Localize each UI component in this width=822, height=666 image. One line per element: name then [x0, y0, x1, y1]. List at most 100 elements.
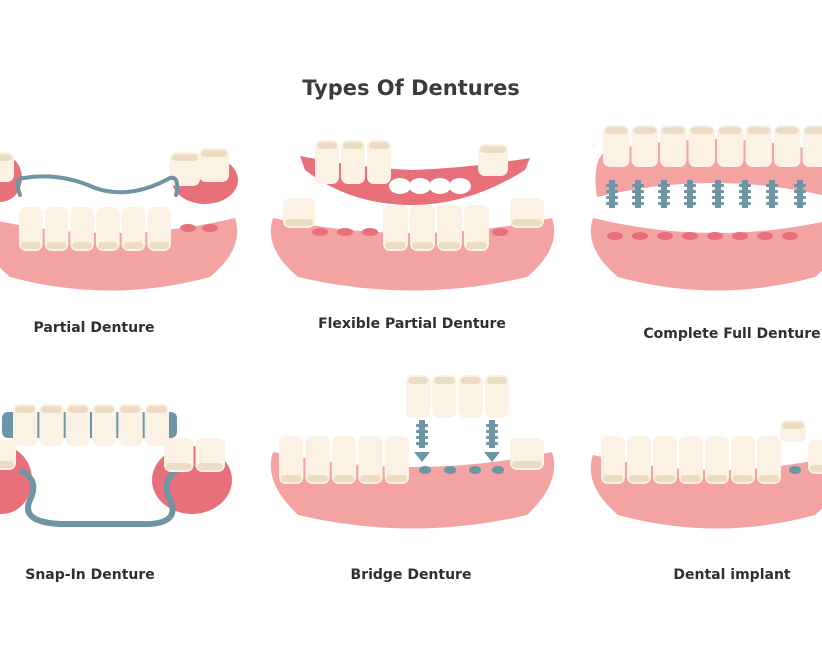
lower-tooth-shade [681, 475, 701, 482]
upper-tooth-shade [633, 127, 656, 134]
gum-socket [202, 224, 218, 232]
gum-socket [757, 232, 773, 240]
lower-front-tooth-shade [21, 242, 41, 249]
lower-tooth [601, 436, 625, 484]
lower-front-tooth [19, 207, 43, 251]
implant-screw [797, 180, 803, 208]
lower-front-tooth [410, 205, 435, 251]
upper-tooth [39, 404, 64, 446]
implant-screw-thread [684, 202, 696, 205]
upper-tooth [367, 140, 391, 184]
implant-screw-thread [632, 202, 644, 205]
tooth-shade [172, 154, 198, 161]
lower-front-tooth [121, 207, 146, 251]
gum-socket [362, 228, 378, 236]
lower-front-tooth [464, 205, 489, 251]
bridge-screw-thread [416, 430, 428, 433]
implant-screw-thread [739, 184, 751, 187]
label-complete-full-denture: Complete Full Denture [643, 326, 821, 342]
implant-screw [687, 180, 693, 208]
upper-tooth [65, 404, 90, 446]
upper-tooth-shade [776, 127, 799, 134]
implant-screw-thread [658, 202, 670, 205]
lower-front-tooth-shade [439, 242, 460, 249]
implant-screw-thread [766, 202, 778, 205]
upper-tooth [660, 125, 687, 167]
abutment [444, 466, 456, 474]
bridge-screw-thread [486, 430, 498, 433]
label-dental-implant: Dental implant [673, 567, 791, 583]
upper-tooth-shade [804, 127, 822, 134]
bridge-tooth [406, 375, 431, 418]
upper-tooth [341, 140, 365, 184]
lower-tooth [757, 436, 781, 484]
upper-tooth-shade [662, 127, 685, 134]
tooth-shade [0, 461, 14, 468]
lower-front-tooth [96, 207, 120, 251]
tooth-shade [201, 150, 227, 157]
gum-socket [657, 232, 673, 240]
implant-screw-thread [658, 190, 670, 193]
lower-front-tooth [147, 207, 171, 251]
implant-screw-thread [739, 196, 751, 199]
implant-screw-thread [658, 196, 670, 199]
tooth-shade [166, 463, 192, 470]
implant-screw-thread [606, 196, 618, 199]
upper-tooth [118, 404, 143, 446]
implant-screw [635, 180, 641, 208]
gum-socket [337, 228, 353, 236]
label-snap-in-denture: Snap-In Denture [25, 567, 155, 583]
upper-tooth-shade [690, 127, 713, 134]
bridge-tooth [458, 375, 483, 418]
bridge-tooth [484, 375, 509, 418]
upper-tooth-shade [605, 127, 628, 134]
lower-tooth [384, 436, 409, 484]
lower-tooth-shade [759, 475, 779, 482]
lower-front-tooth [44, 207, 69, 251]
gum-socket [607, 232, 623, 240]
bridge-tooth-shade [434, 377, 455, 384]
upper-tooth [717, 125, 744, 167]
implant-screw [742, 180, 748, 208]
bridge-screw [489, 420, 495, 448]
bridge-tooth-shade [408, 377, 429, 384]
lower-tooth [731, 436, 755, 484]
implant-screw [715, 180, 721, 208]
lower-tooth [279, 436, 304, 484]
implant-screw-thread [794, 196, 806, 199]
gum-socket [180, 224, 196, 232]
upper-tooth-shade [67, 406, 88, 413]
upper-tooth [802, 125, 822, 167]
bridge-screw-thread [486, 442, 498, 445]
upper-tooth-shade [747, 127, 770, 134]
flexible-clasp-bump [409, 178, 431, 194]
bridge-tooth-shade [460, 377, 481, 384]
abutment [469, 466, 481, 474]
implant-screw [769, 180, 775, 208]
implant-screw-thread [712, 190, 724, 193]
implant-screw-thread [684, 196, 696, 199]
bridge-screw [419, 420, 425, 448]
implant-screw [609, 180, 615, 208]
lower-tooth-shade [629, 475, 649, 482]
lower-front-tooth [437, 205, 462, 251]
implant-screw-thread [712, 202, 724, 205]
lower-tooth-shade [810, 465, 822, 472]
lower-front-tooth-shade [72, 242, 92, 249]
bridge-tooth [432, 375, 457, 418]
lower-gum-arch [590, 218, 822, 291]
lower-tooth-shade [707, 475, 727, 482]
upper-tooth [631, 125, 658, 167]
implant-screw-thread [632, 184, 644, 187]
flexible-clasp-bump [429, 178, 451, 194]
gum-socket [732, 232, 748, 240]
lower-tooth-shade [307, 475, 328, 482]
lower-tooth-shade [281, 475, 302, 482]
implant-abutment [789, 466, 801, 474]
implant-screw-thread [766, 190, 778, 193]
tooth-shade [0, 154, 12, 161]
lower-tooth-shade [512, 461, 542, 468]
lower-tooth [679, 436, 703, 484]
upper-tooth-shade [317, 142, 337, 149]
upper-tooth [144, 404, 169, 446]
